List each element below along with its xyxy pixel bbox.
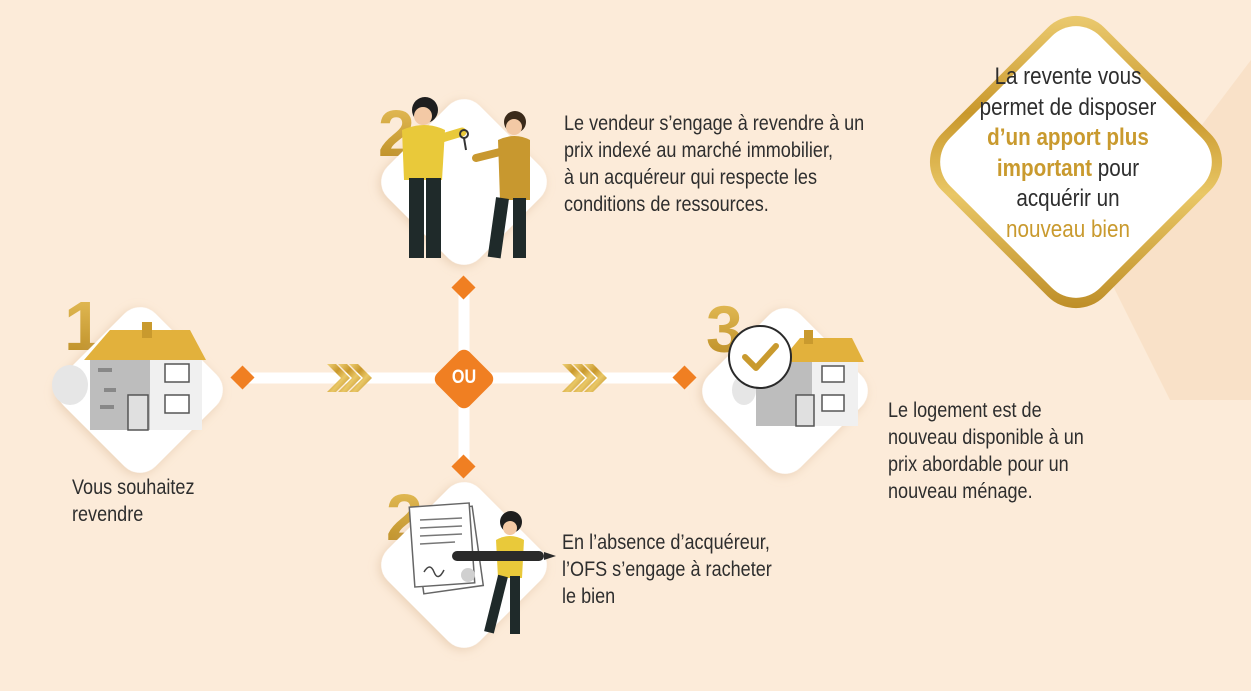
step3-text: Le logement est de nouveau disponible à … — [888, 397, 1084, 505]
step2-top-text-line: à un acquéreur qui respecte les — [564, 166, 818, 189]
callout-line: acquérir un — [1016, 185, 1120, 212]
junction-diamond — [434, 349, 494, 409]
junction-label: OU — [451, 367, 477, 388]
house-icon — [52, 322, 206, 431]
step1-text-line: revendre — [72, 503, 144, 526]
step3-text-line: prix abordable pour un — [888, 453, 1069, 476]
step3-text-line: Le logement est de — [888, 399, 1042, 422]
step2-bottom-text-line: l’OFS s’engage à racheter — [562, 558, 772, 581]
callout-line-rest: pour — [1092, 154, 1140, 182]
house-checkmark-icon — [728, 325, 864, 427]
chevrons-right-icon — [562, 364, 607, 392]
chevrons-right-icon — [327, 364, 372, 392]
handshake-keys-icon — [402, 97, 530, 259]
callout-highlight: nouveau bien — [1006, 215, 1130, 243]
step2-top-text-line: Le vendeur s’engage à revendre à un — [564, 112, 865, 135]
callout-highlight: d’un apport plus — [987, 124, 1149, 151]
callout-line: important pour — [939, 154, 1197, 185]
step3-text-line: nouveau disponible à un — [888, 426, 1084, 449]
callout-line: permet de disposer — [979, 93, 1157, 121]
step1-text-line: Vous souhaitez — [72, 476, 195, 499]
step2-top-text-line: prix indexé au marché immobilier, — [564, 139, 834, 162]
step2-bottom-text: En l’absence d’acquéreur, l’OFS s’engage… — [562, 529, 772, 610]
callout-frame — [929, 15, 1223, 309]
callout-line: La revente vous — [994, 63, 1142, 90]
step2-bottom-text-line: le bien — [562, 585, 616, 608]
callout-highlight: important — [996, 154, 1093, 182]
step2-top-text-line: conditions de ressources. — [564, 193, 769, 216]
step3-text-line: nouveau ménage. — [888, 480, 1033, 503]
step2-bottom-text-line: En l’absence d’acquéreur, — [562, 531, 770, 554]
contract-signing-icon — [408, 502, 556, 634]
step2-top-text: Le vendeur s’engage à revendre à un prix… — [564, 110, 864, 218]
step1-text: Vous souhaitez revendre — [72, 474, 194, 528]
callout-text: La revente vous permet de disposer d’un … — [939, 62, 1197, 245]
